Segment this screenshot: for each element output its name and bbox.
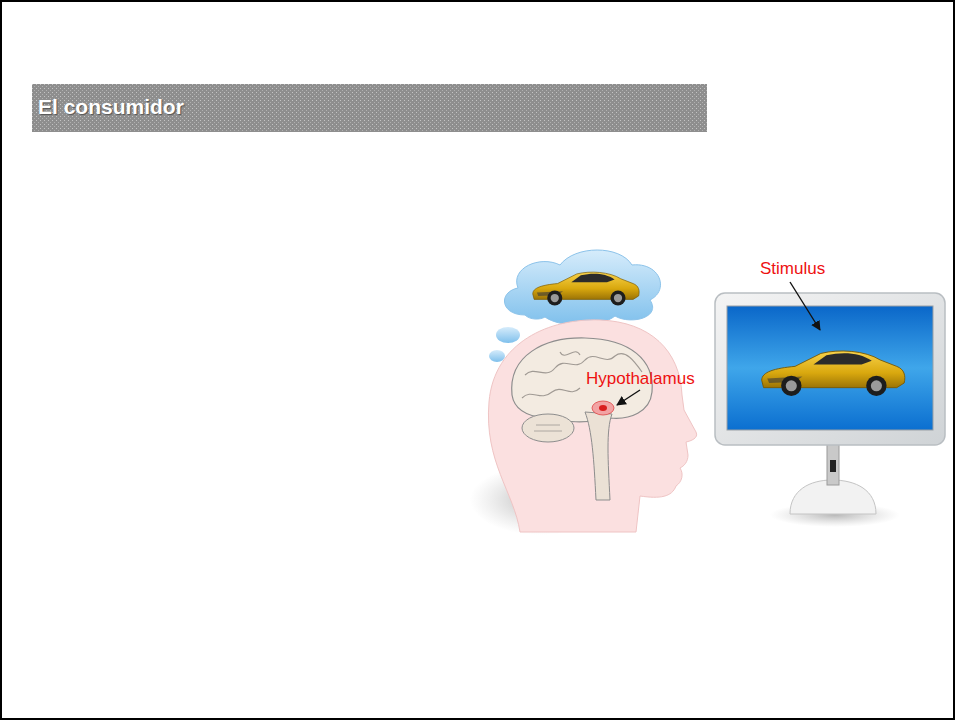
thought-bubble [496, 327, 520, 343]
monitor-screen [727, 306, 933, 430]
cloud-shape [504, 250, 660, 325]
leader-arrow [790, 282, 820, 330]
title-band [32, 84, 707, 132]
brain-stem [585, 412, 612, 500]
brain-fold [560, 352, 580, 356]
callout-label: Stimulus [760, 259, 825, 279]
monitor-neck [827, 443, 839, 485]
head-figure [470, 320, 697, 535]
cerebellum [522, 414, 574, 442]
monitor [715, 282, 945, 527]
monitor-frame [715, 293, 945, 445]
leader-arrow [617, 390, 640, 405]
head-profile [488, 320, 696, 532]
brain-fold [534, 425, 562, 431]
hypothalamus-core [599, 405, 607, 411]
stimulus-car [762, 351, 905, 396]
thought-bubble [489, 350, 505, 362]
hypothalamus-spot [592, 401, 614, 415]
monitor-neck-detail [830, 460, 836, 472]
imagined-car [533, 272, 639, 305]
brain-fold [522, 388, 580, 398]
callout-label: Hypothalamus [586, 369, 695, 389]
slide-title: El consumidor [38, 95, 184, 119]
